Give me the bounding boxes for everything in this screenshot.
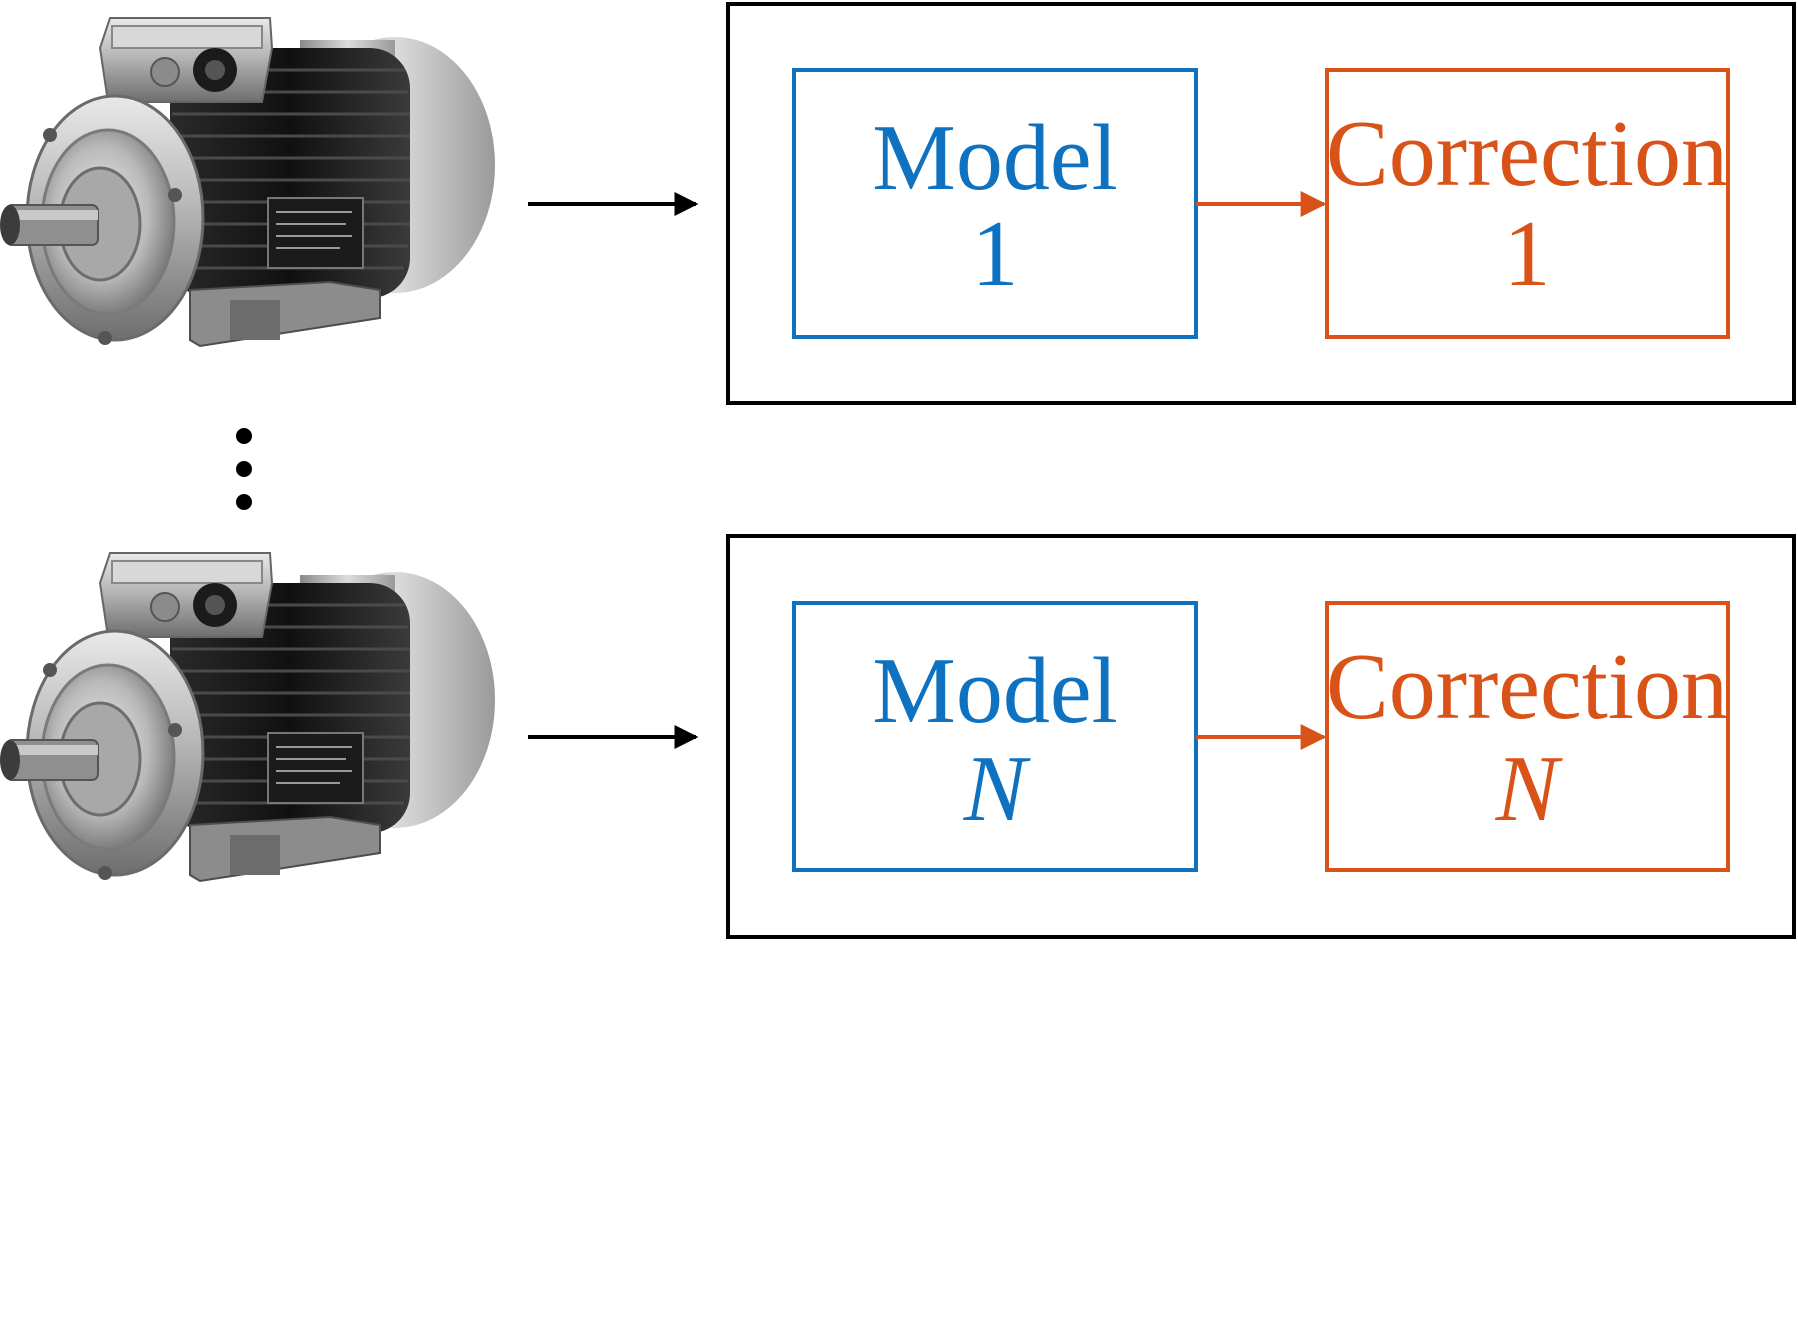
correction-index-2: N	[1495, 737, 1564, 841]
model-block-2: Model N	[792, 601, 1198, 872]
correction-block-1: Correction 1	[1325, 68, 1730, 339]
correction-label-2: Correction	[1326, 635, 1728, 739]
motor-image-2	[0, 551, 497, 883]
model-label-2: Model	[872, 639, 1117, 743]
correction-label-1: Correction	[1326, 102, 1728, 206]
electric-motor-icon	[0, 16, 497, 348]
vertical-ellipsis-icon	[236, 428, 252, 510]
pipeline-frame-2	[726, 534, 1796, 939]
pipeline-frame-1	[726, 2, 1796, 405]
correction-index-1: 1	[1504, 202, 1551, 306]
motor-image-1	[0, 16, 497, 348]
electric-motor-icon	[0, 551, 497, 883]
model-index-2: N	[963, 737, 1032, 841]
model-index-1: 1	[972, 202, 1019, 306]
model-block-1: Model 1	[792, 68, 1198, 339]
correction-box-1	[1325, 68, 1730, 339]
model-label-1: Model	[872, 106, 1117, 210]
correction-block-2: Correction N	[1325, 601, 1730, 872]
correction-box-2	[1325, 601, 1730, 872]
